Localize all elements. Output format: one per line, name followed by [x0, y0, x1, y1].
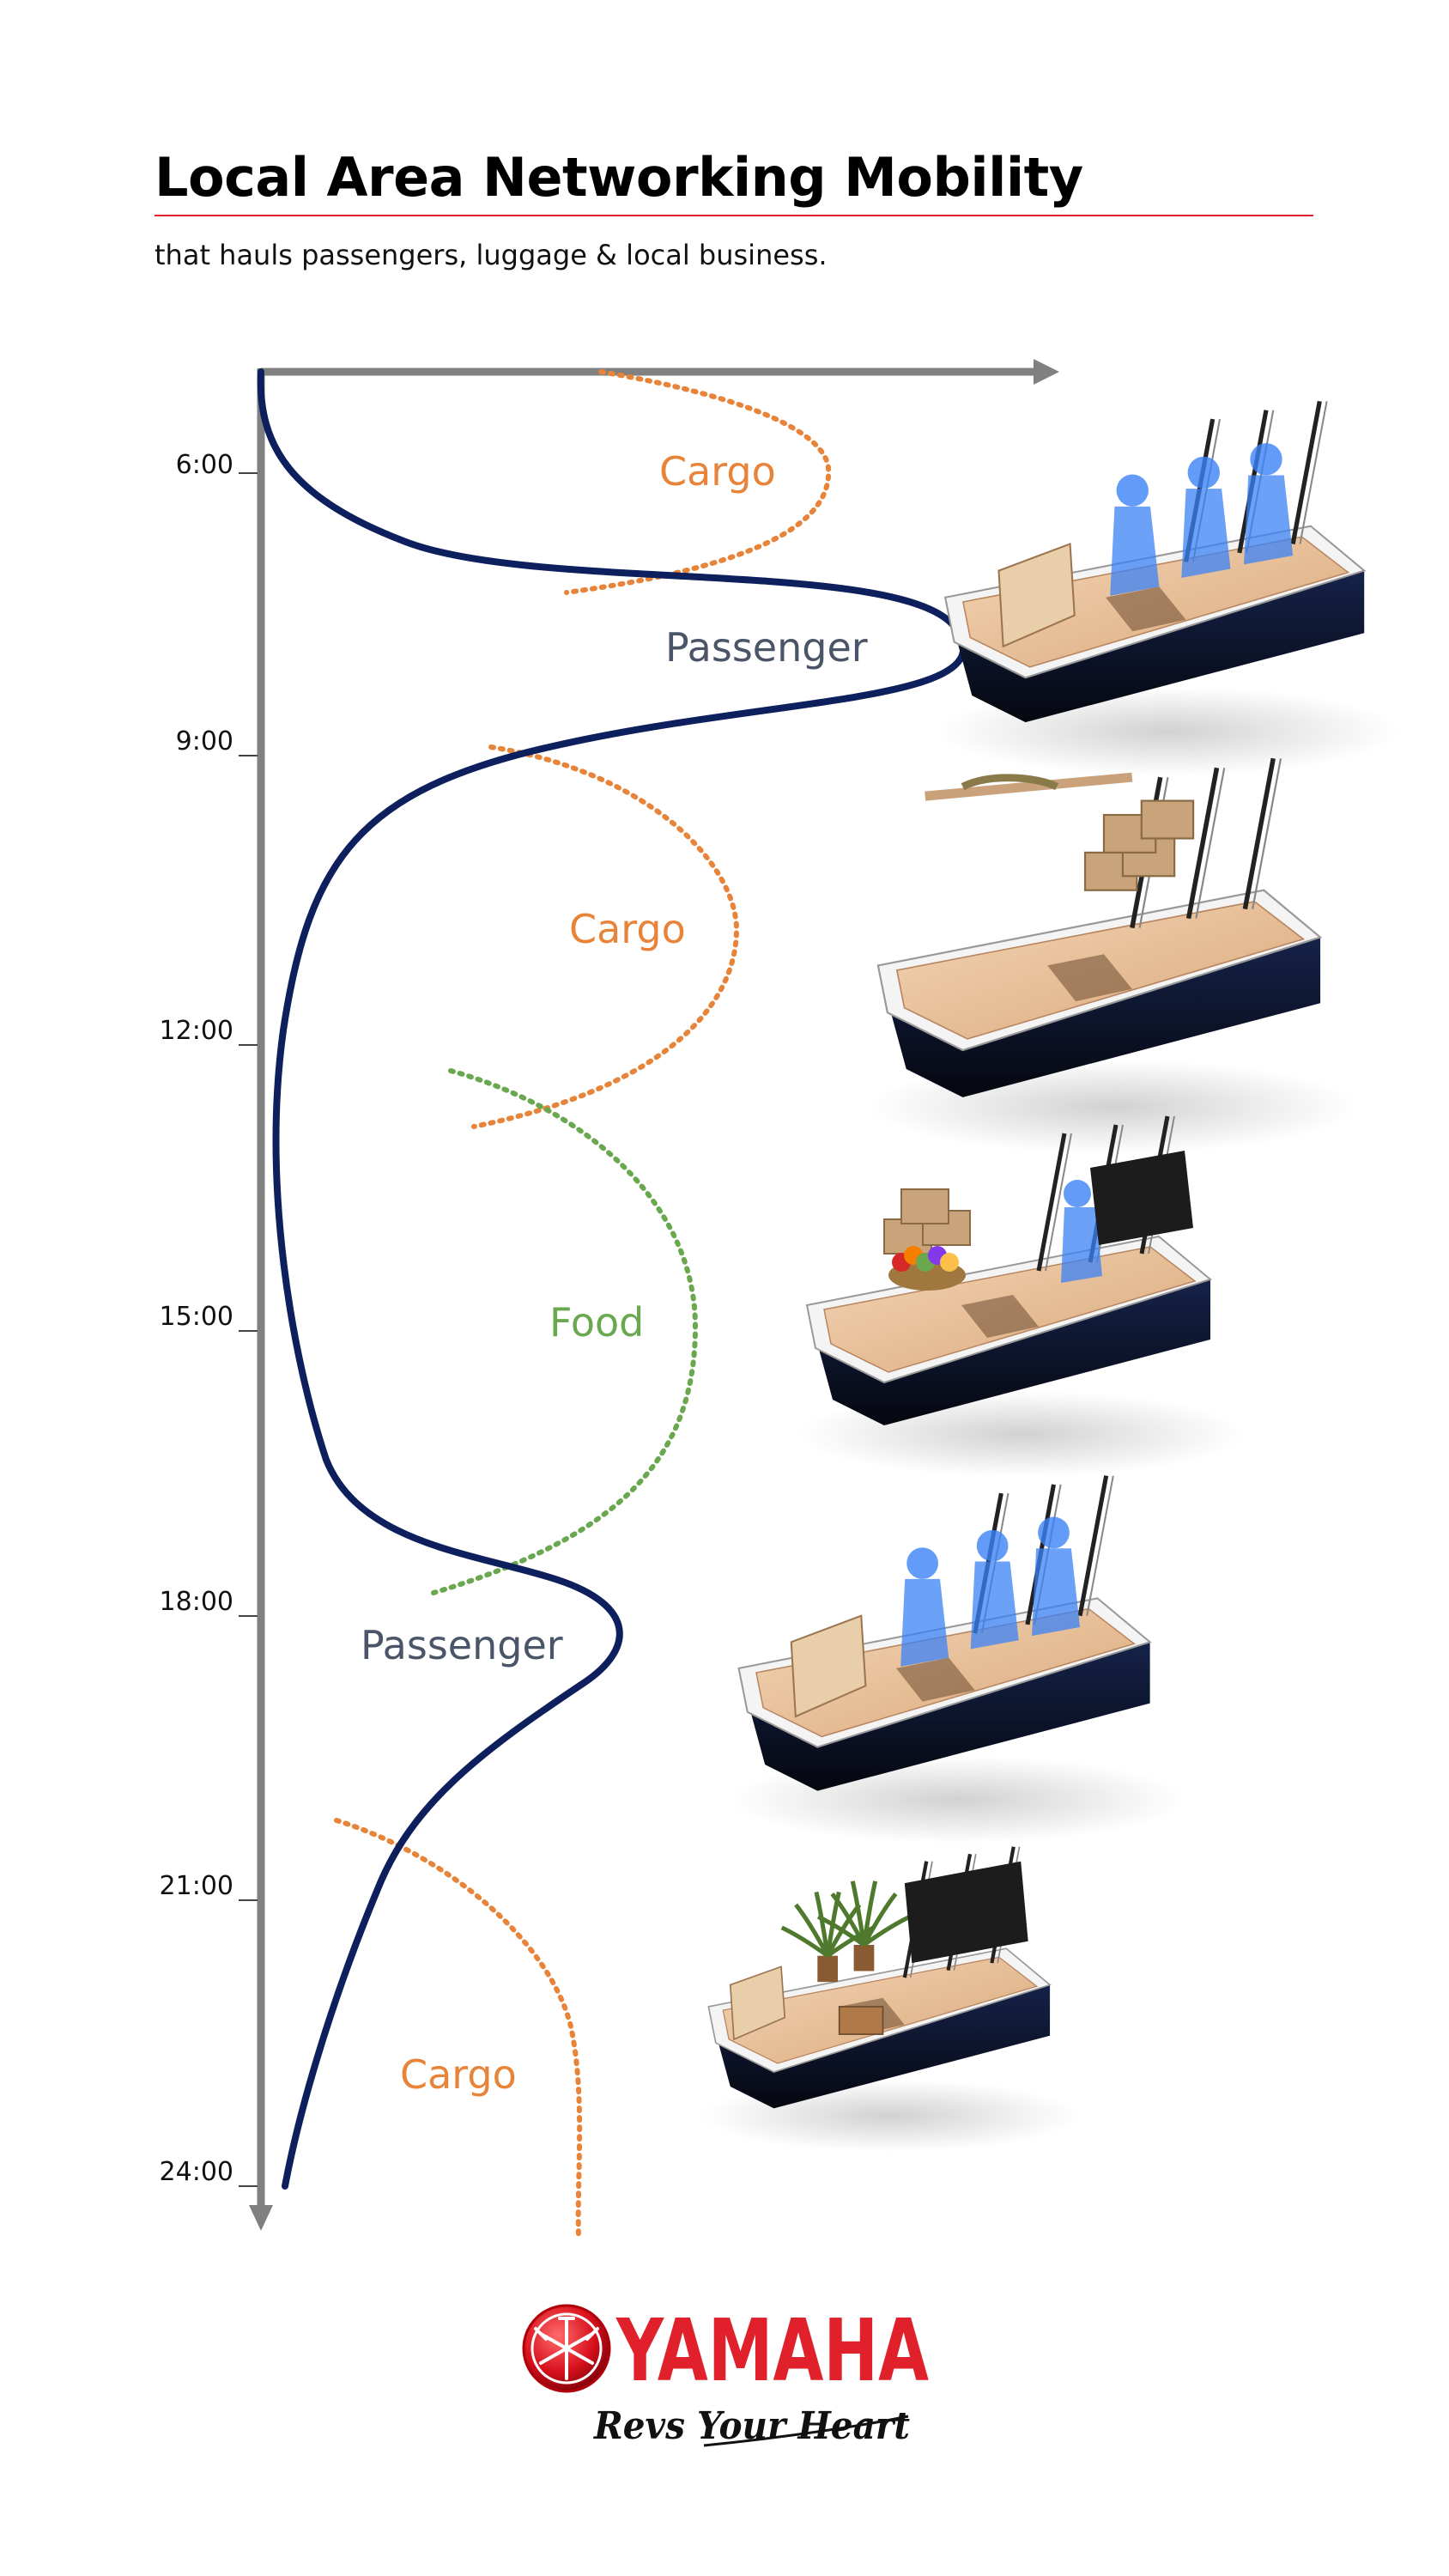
time-tick-label: 15:00: [160, 1302, 233, 1332]
time-tick: 9:00: [176, 726, 258, 756]
boat-cargo-plants-illustration: [700, 1846, 1079, 2153]
title-divider: [155, 215, 1313, 216]
boat-cargo-rack-illustration: [868, 757, 1358, 1154]
time-tick: 15:00: [160, 1302, 258, 1332]
tagline-swoosh: [703, 2415, 909, 2447]
time-tick: 12:00: [160, 1016, 258, 1046]
time-tick-label: 6:00: [176, 450, 233, 480]
time-ticks: 6:00 9:00 12:00 15:00 18:00 21:00 24:00: [160, 450, 258, 2187]
yamaha-tuning-fork-emblem-icon: [522, 2304, 611, 2393]
time-tick-label: 24:00: [160, 2157, 233, 2187]
yamaha-wordmark: YAMAHA: [615, 2300, 929, 2401]
food-afternoon-label: Food: [549, 1299, 644, 1346]
boat-passenger-seating-illustration: [730, 1475, 1185, 1844]
time-axis-arrow-icon: [249, 2205, 273, 2231]
time-tick-label: 21:00: [160, 1871, 233, 1901]
passenger-demand-curve: [257, 368, 967, 2190]
time-tick-label: 9:00: [176, 726, 233, 756]
passenger-evening-label: Passenger: [361, 1622, 563, 1668]
boat-illustrations: [700, 400, 1400, 2153]
cargo-midday-label: Cargo: [569, 906, 686, 952]
time-tick: 18:00: [160, 1587, 258, 1617]
time-tick: 21:00: [160, 1871, 258, 1901]
page-title: Local Area Networking Mobility: [155, 146, 1083, 209]
time-tick: 24:00: [160, 2157, 258, 2187]
passenger-morning-label: Passenger: [665, 624, 868, 671]
cargo-morning-curve: [564, 369, 832, 595]
cargo-morning-label: Cargo: [659, 448, 776, 495]
time-tick-label: 18:00: [160, 1587, 233, 1617]
page-subtitle: that hauls passengers, luggage & local b…: [155, 239, 828, 271]
boat-food-delivery-illustration: [798, 1115, 1245, 1477]
time-tick-label: 12:00: [160, 1016, 233, 1046]
food-afternoon-curve: [431, 1068, 699, 1595]
cargo-midday-curve: [471, 744, 740, 1129]
cargo-night-curve: [334, 1818, 583, 2239]
yamaha-logo: YAMAHA Revs Your Heart: [522, 2300, 929, 2448]
chart-axes: [249, 359, 1059, 2231]
horizontal-axis-arrow-icon: [1034, 359, 1059, 385]
time-tick: 6:00: [176, 450, 258, 480]
cargo-night-label: Cargo: [400, 2051, 517, 2098]
boat-passenger-seating-illustration: [936, 400, 1400, 776]
